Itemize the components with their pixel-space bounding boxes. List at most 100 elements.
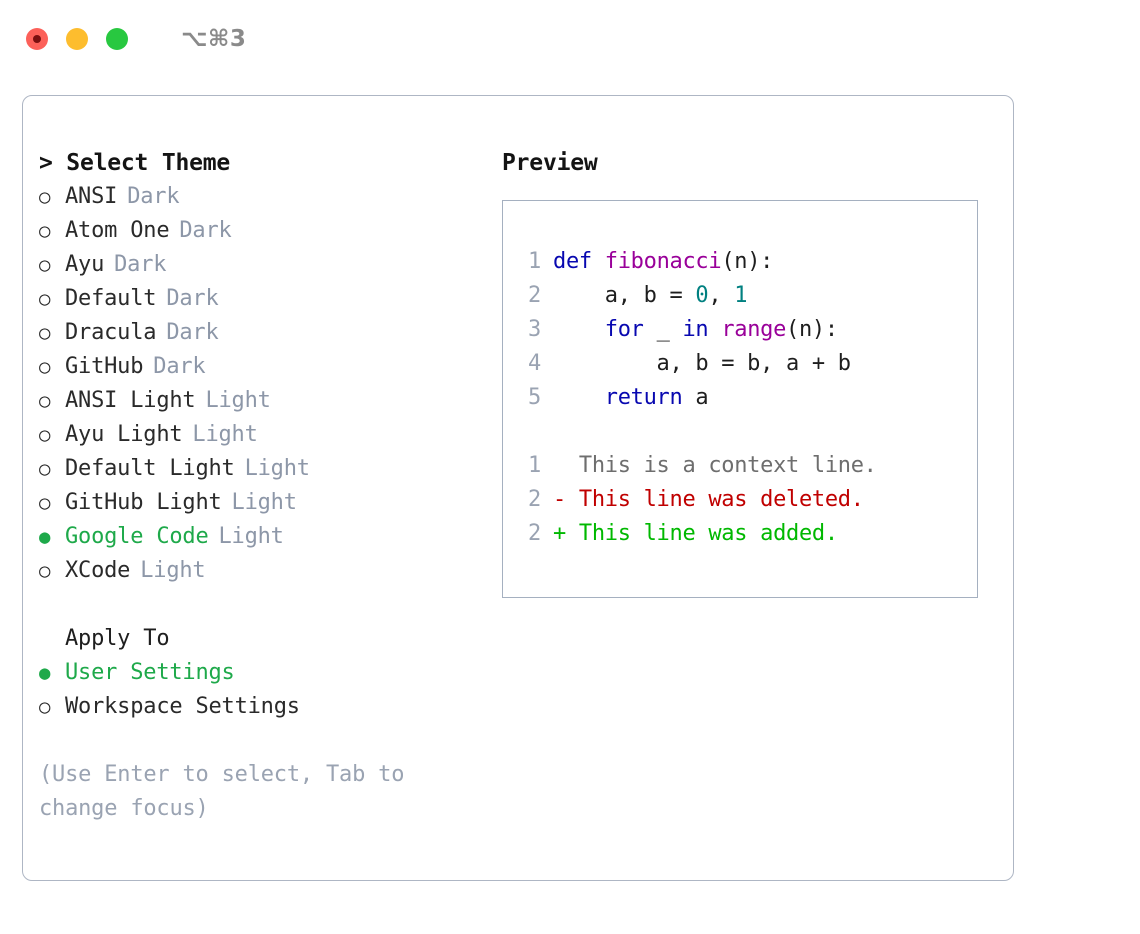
title-bar: ⌥⌘3 <box>0 0 1140 78</box>
code-token-pln <box>553 317 605 342</box>
diff-line-text: + This line was added. <box>553 521 838 546</box>
radio-unselected-icon: ○ <box>39 492 51 514</box>
theme-option-label: Ayu Light <box>65 422 183 447</box>
radio-unselected-icon: ○ <box>39 424 51 446</box>
code-token-fn: range <box>721 317 787 342</box>
keyboard-shortcut-label: ⌥⌘3 <box>181 26 247 52</box>
theme-option-label: GitHub <box>65 354 144 379</box>
line-number: 5 <box>528 385 541 410</box>
theme-variant-badge: Light <box>205 388 271 413</box>
theme-variant-badge: Dark <box>127 184 180 209</box>
apply-to-option-label: User Settings <box>65 660 235 685</box>
theme-option-label: XCode <box>65 558 131 583</box>
theme-option-default-light[interactable]: ○ Default Light Light <box>39 452 509 486</box>
diff-line-text: This is a context line. <box>553 453 877 478</box>
line-number: 2 <box>528 283 541 308</box>
radio-unselected-icon: ○ <box>39 390 51 412</box>
code-token-kw: return <box>604 385 683 410</box>
section-spacer <box>39 588 509 622</box>
code-line-text: a, b = b, a + b <box>553 347 852 381</box>
code-token-pln <box>592 249 605 274</box>
code-token-num: 1 <box>734 283 748 308</box>
code-token-kw: in <box>682 317 709 342</box>
page-title: > Select Theme <box>39 150 231 176</box>
radio-unselected-icon: ○ <box>39 356 51 378</box>
theme-variant-badge: Light <box>218 524 284 549</box>
theme-option-default[interactable]: ○ Default Dark <box>39 282 509 316</box>
apply-to-option-user-settings[interactable]: ●User Settings <box>39 656 509 690</box>
code-token-pln: a, b = <box>553 283 696 308</box>
line-number: 4 <box>528 351 541 376</box>
theme-variant-badge: Dark <box>166 286 219 311</box>
code-token-pln: , <box>708 283 735 308</box>
code-token-pln: (n): <box>786 317 838 342</box>
radio-unselected-icon: ○ <box>39 696 51 718</box>
code-line: 1 def fibonacci(n): <box>503 245 977 279</box>
code-token-pln: a <box>682 385 709 410</box>
radio-unselected-icon: ○ <box>39 254 51 276</box>
diff-line-text: - This line was deleted. <box>553 487 864 512</box>
code-line: 3 for _ in range(n): <box>503 313 977 347</box>
code-line-text: def fibonacci(n): <box>553 245 773 279</box>
radio-selected-icon: ● <box>39 526 51 548</box>
code-token-pln <box>708 317 721 342</box>
theme-option-github-light[interactable]: ○ GitHub Light Light <box>39 486 509 520</box>
diff-line-deleted: 2 - This line was deleted. <box>503 483 977 517</box>
apply-to-heading: Apply To <box>65 626 170 651</box>
traffic-light-group <box>26 28 128 50</box>
radio-unselected-icon: ○ <box>39 288 51 310</box>
code-token-pln <box>553 385 605 410</box>
code-line-text: return a <box>553 381 709 415</box>
minimize-window-button[interactable] <box>66 28 88 50</box>
code-line: 4 a, b = b, a + b <box>503 347 977 381</box>
radio-unselected-icon: ○ <box>39 560 51 582</box>
theme-option-xcode[interactable]: ○ XCode Light <box>39 554 509 588</box>
code-token-fn: fibonacci <box>604 249 722 274</box>
radio-unselected-icon: ○ <box>39 186 51 208</box>
code-line-text: a, b = 0, 1 <box>553 279 748 313</box>
code-token-pln: _ <box>643 317 683 342</box>
theme-option-ansi[interactable]: ○ ANSI Dark <box>39 180 509 214</box>
close-window-button[interactable] <box>26 28 48 50</box>
theme-option-label: Default Light <box>65 456 235 481</box>
theme-variant-badge: Light <box>140 558 206 583</box>
radio-unselected-icon: ○ <box>39 458 51 480</box>
maximize-window-button[interactable] <box>106 28 128 50</box>
theme-option-ayu[interactable]: ○ Ayu Dark <box>39 248 509 282</box>
line-number: 1 <box>528 249 541 274</box>
theme-option-label: Atom One <box>65 218 170 243</box>
radio-unselected-icon: ○ <box>39 220 51 242</box>
theme-variant-badge: Dark <box>114 252 167 277</box>
line-number: 1 <box>528 453 541 478</box>
line-number: 3 <box>528 317 541 342</box>
theme-option-github[interactable]: ○ GitHub Dark <box>39 350 509 384</box>
code-line: 2 a, b = 0, 1 <box>503 279 977 313</box>
code-token-pln: a, b = b, a + b <box>553 351 852 376</box>
theme-variant-badge: Light <box>244 456 310 481</box>
theme-option-label: GitHub Light <box>65 490 222 515</box>
line-number: 2 <box>528 521 541 546</box>
line-number: 2 <box>528 487 541 512</box>
code-token-pln: (n): <box>721 249 774 274</box>
theme-option-label: Default <box>65 286 157 311</box>
theme-variant-badge: Dark <box>153 354 206 379</box>
theme-option-label: Dracula <box>65 320 157 345</box>
theme-variant-badge: Light <box>231 490 297 515</box>
diff-sample: 1 This is a context line. 2 - This line wa… <box>503 449 977 551</box>
theme-option-label: ANSI <box>65 184 118 209</box>
apply-to-options[interactable]: ●User Settings○Workspace Settings <box>39 656 509 724</box>
theme-option-label: Ayu <box>65 252 105 277</box>
apply-to-option-workspace-settings[interactable]: ○Workspace Settings <box>39 690 509 724</box>
